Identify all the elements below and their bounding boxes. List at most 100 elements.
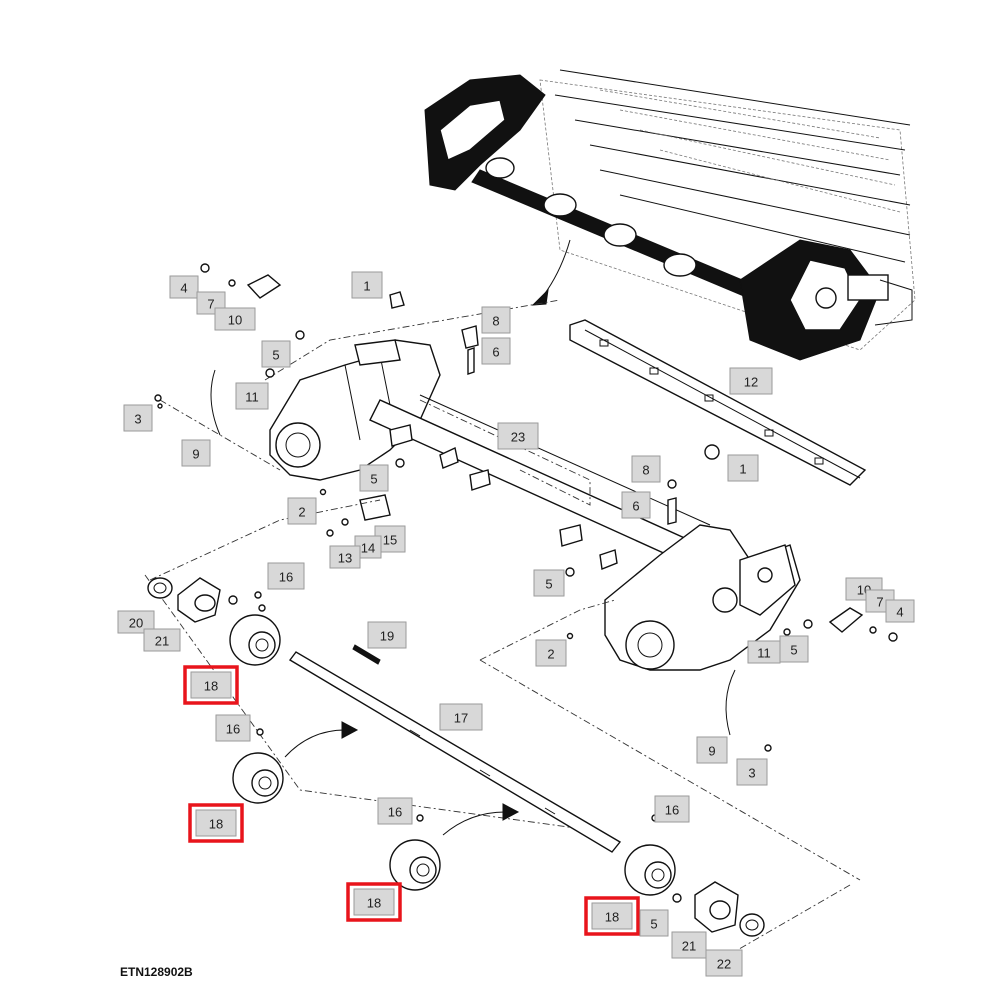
callout: 5 [359, 464, 389, 492]
callout-number: 16 [388, 805, 402, 820]
callout-number: 11 [757, 646, 771, 661]
callout-number: 16 [226, 722, 240, 737]
callout: 5 [533, 569, 565, 597]
callout-number: 3 [134, 412, 141, 427]
callout-box [535, 639, 567, 667]
callout-box [169, 275, 199, 299]
highlight-frame [183, 665, 239, 705]
header-assembly-illustration [424, 69, 916, 361]
callout: 13 [329, 545, 361, 569]
callout-box [696, 736, 728, 764]
callout-box [631, 455, 661, 483]
callout-number: 3 [748, 766, 755, 781]
callout: 16 [215, 714, 251, 742]
callout: 23 [497, 422, 539, 450]
callout-number: 10 [228, 313, 242, 328]
callout-box [235, 382, 269, 410]
callout-number: 11 [245, 390, 259, 405]
callout-number: 18 [605, 910, 619, 925]
callout: 17 [439, 703, 483, 731]
strip-bar-12 [569, 319, 867, 486]
callout-box [181, 439, 211, 467]
callout-number: 7 [876, 595, 883, 610]
callout-number: 2 [547, 647, 554, 662]
callout: 21 [143, 628, 181, 652]
callout-number: 5 [790, 643, 797, 658]
callout-box [359, 464, 389, 492]
callout-box [329, 545, 361, 569]
callout-number: 5 [650, 917, 657, 932]
callout-box [621, 491, 651, 519]
sprocket-4 [624, 814, 676, 896]
callout-box [261, 340, 291, 368]
callout-box [705, 949, 743, 977]
callout-number: 13 [338, 551, 352, 566]
callout: 11 [747, 640, 781, 664]
callout-number: 8 [642, 463, 649, 478]
callout: 4 [885, 599, 915, 623]
callout-number: 21 [155, 634, 169, 649]
callout-number: 16 [279, 570, 293, 585]
callout-number: 8 [492, 314, 499, 329]
callout-box [727, 454, 759, 482]
callout: 1 [727, 454, 759, 482]
callout-box [439, 703, 483, 731]
callout-number: 9 [708, 744, 715, 759]
callout-box [885, 599, 915, 623]
right-bearing-flange [672, 881, 765, 937]
callout-number: 21 [682, 939, 696, 954]
callout-box [287, 497, 317, 525]
callout-highlighted: 18 [183, 665, 239, 705]
callout-box [215, 714, 251, 742]
callout: 21 [671, 931, 707, 959]
callout-number: 7 [207, 297, 214, 312]
callout: 6 [621, 491, 651, 519]
callout: 8 [481, 306, 511, 334]
callout-box [654, 795, 690, 823]
callout: 19 [367, 621, 407, 649]
callout: 20 [117, 610, 155, 634]
callout: 22 [705, 949, 743, 977]
highlight-frame [584, 896, 640, 936]
callout-box [123, 404, 153, 432]
callout-box [497, 422, 539, 450]
callout-box [591, 902, 633, 930]
callout-number: 15 [383, 533, 397, 548]
callout: 3 [123, 404, 153, 432]
callout: 11 [235, 382, 269, 410]
drive-shaft-17 [288, 644, 622, 853]
callout: 5 [779, 635, 809, 663]
callout-number: 16 [665, 803, 679, 818]
callout-number: 20 [129, 616, 143, 631]
callout: 12 [729, 367, 773, 395]
callout-highlighted: 18 [188, 803, 244, 843]
callout: 14 [354, 535, 382, 559]
callout-box [481, 337, 511, 365]
callout-highlighted: 18 [346, 882, 402, 922]
pivot-frame-assembly [269, 339, 801, 671]
callout: 3 [736, 758, 768, 786]
callout-box [736, 758, 768, 786]
callout-box [639, 909, 669, 937]
callout-box [377, 797, 413, 825]
callout-box [214, 307, 256, 331]
callout-number: 4 [180, 281, 187, 296]
callout-highlighted: 18 [584, 896, 640, 936]
sprocket-2 [232, 728, 284, 804]
callout-box [671, 931, 707, 959]
callout: 4 [169, 275, 199, 299]
callout-number: 4 [896, 605, 903, 620]
callout-number: 18 [204, 679, 218, 694]
callout-number: 23 [511, 430, 525, 445]
callout-number: 6 [632, 499, 639, 514]
callout-box [367, 621, 407, 649]
callout-number: 12 [744, 375, 758, 390]
callout-number: 18 [367, 896, 381, 911]
callout-box [779, 635, 809, 663]
highlight-frame [346, 882, 402, 922]
sprocket-1 [229, 604, 281, 666]
callout: 16 [267, 562, 305, 590]
callout-number: 22 [717, 957, 731, 972]
